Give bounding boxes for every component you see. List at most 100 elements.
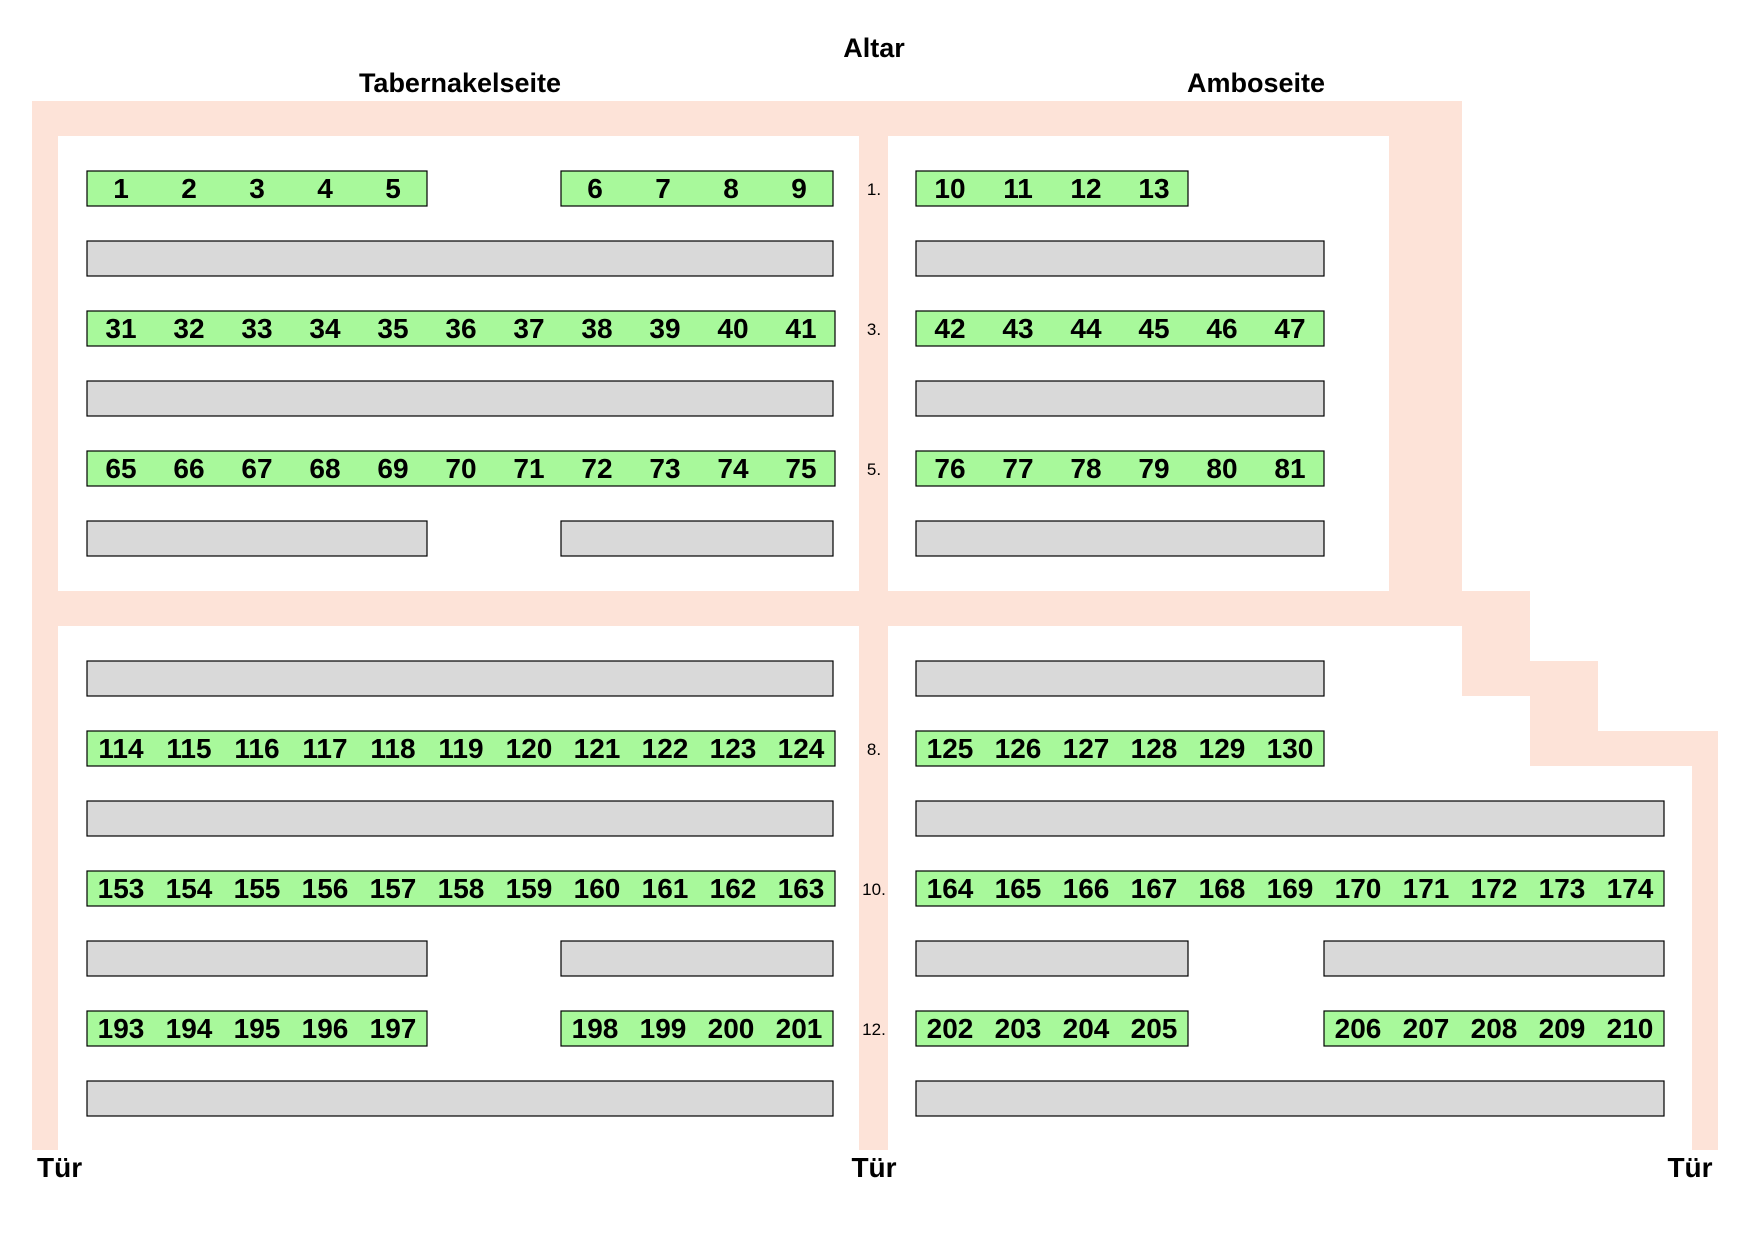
seat-number[interactable]: 69 [377,453,408,484]
seat-number[interactable]: 10 [934,173,965,204]
seat-number[interactable]: 160 [574,873,621,904]
seat-number[interactable]: 154 [166,873,213,904]
seat-number[interactable]: 74 [717,453,749,484]
seat-number[interactable]: 47 [1274,313,1305,344]
seat-number[interactable]: 44 [1070,313,1102,344]
seat-number[interactable]: 173 [1539,873,1586,904]
seat-number[interactable]: 202 [927,1013,974,1044]
seat-number[interactable]: 205 [1131,1013,1178,1044]
seat-number[interactable]: 166 [1063,873,1110,904]
seat-number[interactable]: 200 [708,1013,755,1044]
seat-number[interactable]: 155 [234,873,281,904]
seat-number[interactable]: 193 [98,1013,145,1044]
seat-number[interactable]: 206 [1335,1013,1382,1044]
seat-number[interactable]: 121 [574,733,621,764]
seat-number[interactable]: 65 [105,453,136,484]
seat-number[interactable]: 114 [98,733,144,764]
seat-number[interactable]: 13 [1138,173,1169,204]
seat-number[interactable]: 163 [778,873,825,904]
seat-number[interactable]: 80 [1206,453,1237,484]
seat-number[interactable]: 70 [445,453,476,484]
seat-number[interactable]: 169 [1267,873,1314,904]
seat-number[interactable]: 38 [581,313,612,344]
seat-number[interactable]: 198 [572,1013,619,1044]
seat-number[interactable]: 153 [98,873,145,904]
seat-number[interactable]: 75 [785,453,816,484]
seat-number[interactable]: 35 [377,313,408,344]
seat-number[interactable]: 9 [791,173,807,204]
seat-block[interactable]: 10 11 12 13 [915,170,1189,207]
seat-number[interactable]: 77 [1002,453,1033,484]
seat-number[interactable]: 126 [995,733,1042,764]
seat-number[interactable]: 7 [655,173,671,204]
seat-number[interactable]: 204 [1063,1013,1110,1044]
seat-number[interactable]: 2 [181,173,197,204]
seat-number[interactable]: 11 [1003,173,1033,204]
seat-number[interactable]: 196 [302,1013,349,1044]
seat-number[interactable]: 40 [717,313,748,344]
seat-number[interactable]: 4 [317,173,333,204]
seat-number[interactable]: 118 [370,733,415,764]
seat-number[interactable]: 46 [1206,313,1237,344]
seat-number[interactable]: 37 [513,313,544,344]
seat-number[interactable]: 116 [234,733,279,764]
seat-block[interactable]: 6 7 8 9 [560,170,834,207]
seat-number[interactable]: 78 [1070,453,1101,484]
seat-number[interactable]: 3 [249,173,265,204]
seat-number[interactable]: 168 [1199,873,1246,904]
seat-number[interactable]: 115 [166,733,211,764]
seat-number[interactable]: 208 [1471,1013,1518,1044]
seat-number[interactable]: 158 [438,873,485,904]
seat-number[interactable]: 72 [581,453,612,484]
seat-number[interactable]: 157 [370,873,417,904]
seat-number[interactable]: 41 [785,313,816,344]
seat-number[interactable]: 117 [302,733,347,764]
seat-number[interactable]: 203 [995,1013,1042,1044]
seat-number[interactable]: 81 [1274,453,1305,484]
seat-number[interactable]: 119 [438,733,483,764]
seat-number[interactable]: 159 [506,873,553,904]
seat-number[interactable]: 42 [934,313,965,344]
seat-number[interactable]: 33 [241,313,272,344]
seat-number[interactable]: 36 [445,313,476,344]
seat-number[interactable]: 209 [1539,1013,1586,1044]
seat-number[interactable]: 122 [642,733,689,764]
seat-number[interactable]: 165 [995,873,1042,904]
seat-number[interactable]: 127 [1063,733,1110,764]
seat-number[interactable]: 210 [1607,1013,1654,1044]
seat-number[interactable]: 172 [1471,873,1518,904]
seat-number[interactable]: 12 [1070,173,1101,204]
seat-number[interactable]: 8 [723,173,739,204]
seat-number[interactable]: 34 [309,313,341,344]
seat-number[interactable]: 71 [513,453,544,484]
seat-number[interactable]: 199 [640,1013,687,1044]
seat-number[interactable]: 6 [587,173,603,204]
seat-number[interactable]: 124 [778,733,825,764]
seat-number[interactable]: 43 [1002,313,1033,344]
seat-number[interactable]: 171 [1403,873,1450,904]
seat-number[interactable]: 31 [105,313,136,344]
seat-number[interactable]: 66 [173,453,204,484]
seat-number[interactable]: 123 [710,733,757,764]
seat-number[interactable]: 156 [302,873,349,904]
seat-number[interactable]: 161 [642,873,689,904]
seat-number[interactable]: 79 [1138,453,1169,484]
seat-number[interactable]: 167 [1131,873,1178,904]
seat-number[interactable]: 174 [1607,873,1654,904]
seat-number[interactable]: 1 [113,173,129,204]
seat-number[interactable]: 125 [927,733,974,764]
seat-number[interactable]: 129 [1199,733,1246,764]
seat-number[interactable]: 67 [241,453,272,484]
seat-number[interactable]: 128 [1131,733,1178,764]
seat-block[interactable]: 202 203 204 205 [915,1010,1189,1047]
